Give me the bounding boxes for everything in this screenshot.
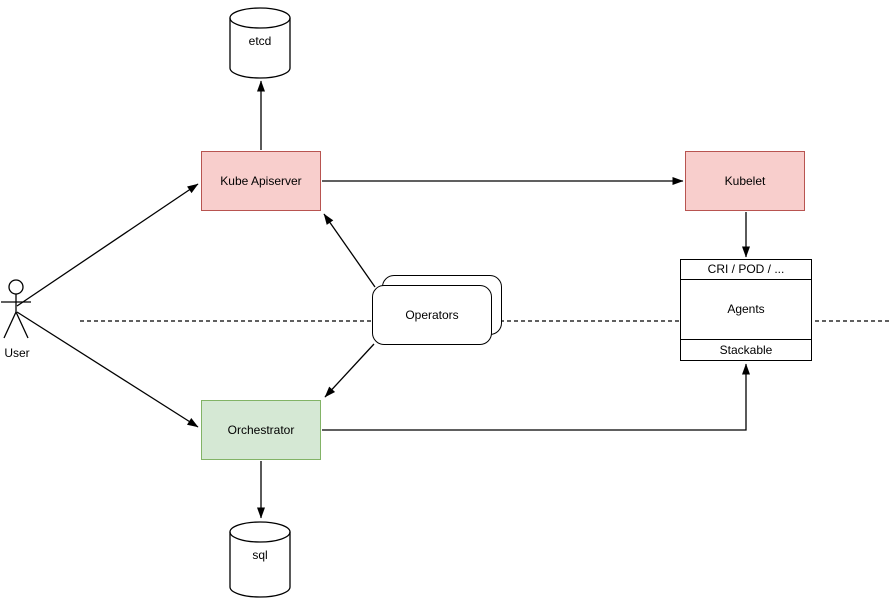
- sql-label: sql: [252, 548, 268, 562]
- kubelet-node: Kubelet: [685, 151, 805, 211]
- agents-stack-body: Agents: [681, 280, 811, 339]
- stackable-label: Stackable: [719, 342, 773, 357]
- agents-stack-header: CRI / POD / ...: [681, 260, 811, 280]
- edge-operators-to-apiserver: [323, 213, 376, 288]
- kubelet-label: Kubelet: [724, 173, 766, 188]
- kube-apiserver-node: Kube Apiserver: [201, 151, 321, 211]
- agents-stack-node: CRI / POD / ... Agents Stackable: [680, 259, 812, 361]
- cri-pod-label: CRI / POD / ...: [707, 262, 785, 277]
- kube-apiserver-label: Kube Apiserver: [220, 173, 302, 188]
- orchestrator-label: Orchestrator: [227, 422, 295, 437]
- sql-cylinder: [229, 521, 291, 598]
- agents-label: Agents: [727, 302, 765, 317]
- edge-user-to-orchestrator: [16, 311, 199, 428]
- etcd-cylinder: [229, 7, 291, 79]
- user-label: User: [4, 346, 30, 360]
- agents-stack-footer: Stackable: [681, 339, 811, 360]
- edge-orchestrator-to-stackable: [322, 363, 750, 431]
- operators-node: Operators: [372, 285, 492, 345]
- edge-user-to-apiserver: [16, 183, 199, 307]
- user-actor-icon: [1, 279, 31, 339]
- operators-label: Operators: [405, 307, 459, 322]
- etcd-label: etcd: [248, 34, 272, 48]
- orchestrator-node: Orchestrator: [201, 400, 321, 460]
- edge-operators-to-orchestrator: [324, 343, 375, 398]
